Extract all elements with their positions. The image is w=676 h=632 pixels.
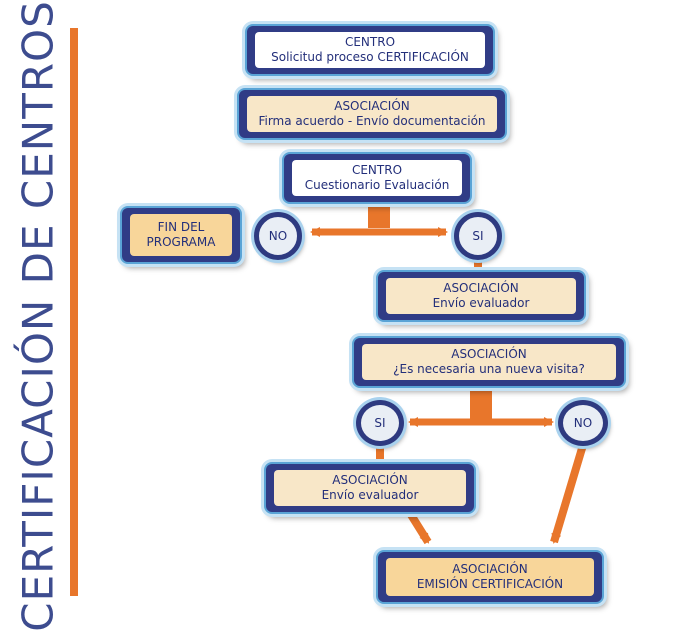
node-asociacion-envio-1-line1: ASOCIACIÓN: [443, 281, 519, 295]
decision-no-2: NO: [558, 400, 608, 446]
node-asociacion-envio-2-line2: Envío evaluador: [321, 488, 419, 502]
arrow-to-emision-right: [550, 443, 587, 544]
node-centro-cuestionario: CENTRO Cuestionario Evaluación: [282, 152, 472, 204]
node-centro-cuestionario-line2: Cuestionario Evaluación: [304, 178, 450, 192]
node-centro-cuestionario-line1: CENTRO: [351, 163, 403, 177]
node-fin-programa: FIN DEL PROGRAMA: [120, 206, 242, 264]
decision-si-2: SI: [356, 400, 404, 446]
node-asociacion-envio-1: ASOCIACIÓN Envío evaluador: [376, 270, 586, 322]
node-asociacion-emision-line1: ASOCIACIÓN: [452, 562, 528, 576]
node-fin-programa-line2: PROGRAMA: [146, 235, 216, 249]
connector-stem-1: [368, 200, 390, 228]
arrow-to-emision-left: [404, 507, 432, 545]
node-fin-programa-line1: FIN DEL: [157, 220, 205, 234]
node-centro-solicitud: CENTRO Solicitud proceso CERTIFICACIÓN: [245, 24, 495, 76]
node-asociacion-firma-line2: Firma acuerdo - Envío documentación: [258, 114, 486, 128]
node-centro-solicitud-line1: CENTRO: [344, 35, 396, 49]
node-asociacion-firma-line1: ASOCIACIÓN: [334, 99, 410, 113]
decision-no-1: NO: [254, 212, 302, 260]
connector-stem-2: [470, 388, 492, 420]
node-asociacion-emision: ASOCIACIÓN EMISIÓN CERTIFICACIÓN: [376, 550, 604, 604]
decision-si-1: SI: [454, 212, 502, 260]
node-asociacion-envio-2-line1: ASOCIACIÓN: [332, 473, 408, 487]
node-asociacion-nueva-visita: ASOCIACIÓN ¿Es necesaria una nueva visit…: [352, 336, 626, 388]
title-accent-bar: [70, 28, 78, 596]
node-centro-solicitud-line2: Solicitud proceso CERTIFICACIÓN: [271, 50, 469, 64]
node-asociacion-nueva-visita-line1: ASOCIACIÓN: [451, 347, 527, 361]
node-asociacion-nueva-visita-line2: ¿Es necesaria una nueva visita?: [393, 362, 585, 376]
node-asociacion-envio-1-line2: Envío evaluador: [432, 296, 530, 310]
node-asociacion-emision-line2: EMISIÓN CERTIFICACIÓN: [416, 577, 564, 591]
node-asociacion-firma: ASOCIACIÓN Firma acuerdo - Envío documen…: [237, 88, 507, 140]
node-asociacion-envio-2: ASOCIACIÓN Envío evaluador: [264, 462, 476, 514]
